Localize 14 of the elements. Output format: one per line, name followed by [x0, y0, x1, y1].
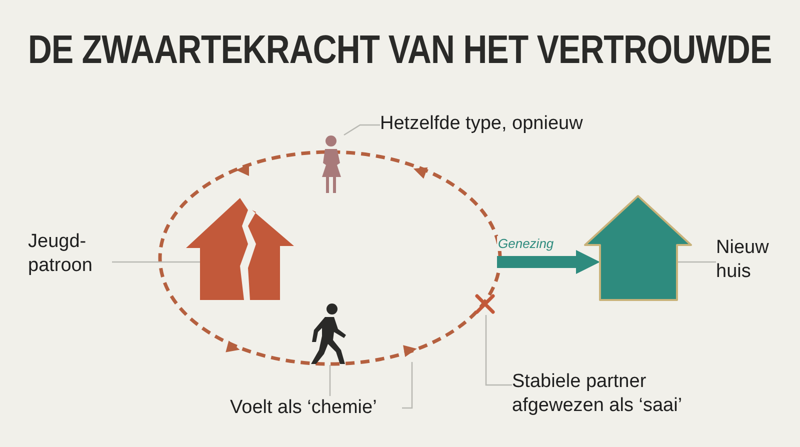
leader-line [677, 261, 716, 263]
leader-line [329, 365, 331, 396]
leader-line [485, 315, 512, 386]
node-label: Voelt als ‘chemie’ [230, 396, 378, 420]
leader-line [344, 124, 380, 136]
node-label: Stabiele partner afgewezen als ‘saai’ [512, 370, 684, 418]
title: DE ZWAARTEKRACHT VAN HET VERTROUWDE [28, 28, 772, 73]
node-label: Nieuw huis [716, 236, 770, 284]
leader-line [112, 261, 200, 263]
leader-line [402, 362, 413, 409]
arrow [497, 250, 600, 274]
edge-label: Genezing [497, 236, 555, 251]
node-label: Jeugd- patroon [28, 230, 94, 278]
node-label: Hetzelfde type, opnieuw [380, 112, 584, 136]
